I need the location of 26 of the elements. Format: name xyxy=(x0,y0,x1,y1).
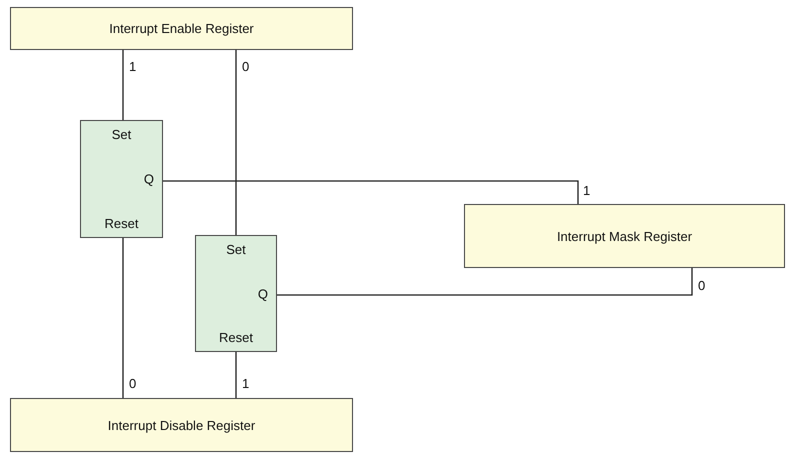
bit-label: 0 xyxy=(241,60,250,74)
connector-line xyxy=(235,50,237,235)
connector-line xyxy=(277,268,693,296)
bit-label: 0 xyxy=(697,279,706,293)
connector-line xyxy=(163,180,579,204)
connector-line xyxy=(122,238,124,398)
pin-label: Reset xyxy=(219,330,253,345)
pin-label: Set xyxy=(112,127,132,142)
pin-label: Reset xyxy=(104,216,138,231)
bit-label: 1 xyxy=(582,184,592,198)
register-name: Interrupt Disable Register xyxy=(108,418,256,432)
pin-label: Q xyxy=(144,172,154,186)
flip-flop-box xyxy=(80,120,163,238)
register-box xyxy=(10,7,353,50)
connector-line xyxy=(235,352,237,398)
register-name: Interrupt Enable Register xyxy=(109,21,254,36)
pin-label: Set xyxy=(226,242,246,257)
connector-line xyxy=(122,50,124,120)
register-box xyxy=(464,204,785,268)
register-box xyxy=(10,398,353,452)
pin-label: Q xyxy=(258,286,268,301)
bit-label: 0 xyxy=(128,377,138,391)
bit-label: 1 xyxy=(128,60,138,74)
register-name: Interrupt Mask Register xyxy=(556,228,692,244)
bit-label: 1 xyxy=(241,377,250,391)
flip-flop-box xyxy=(195,235,277,352)
